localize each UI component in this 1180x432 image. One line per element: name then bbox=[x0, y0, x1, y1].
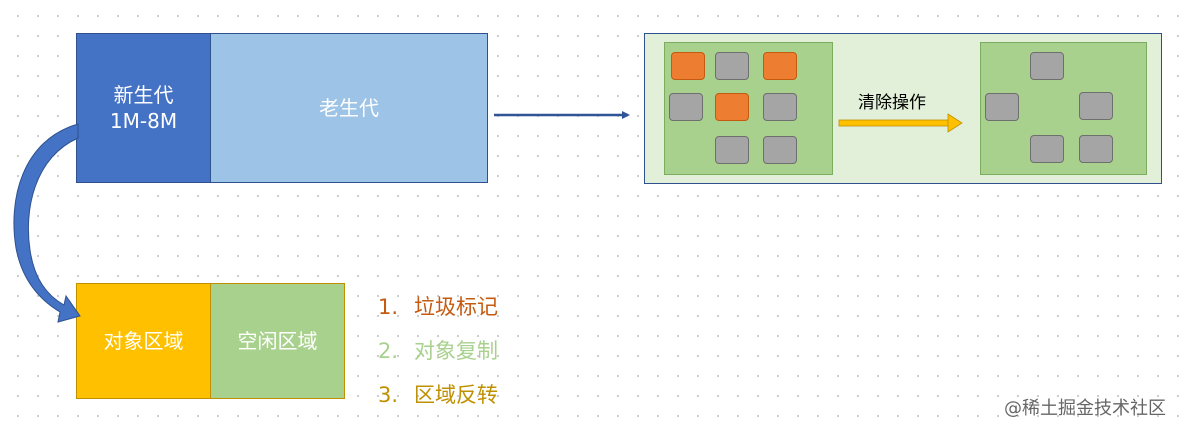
young-to-split-arrow bbox=[13, 123, 81, 323]
dead-object-cell bbox=[763, 52, 797, 80]
step-number: 2. bbox=[378, 339, 399, 363]
live-object-cell bbox=[1079, 92, 1113, 120]
live-object-cell bbox=[715, 136, 749, 164]
step-number: 3. bbox=[378, 383, 399, 407]
live-object-cell bbox=[715, 52, 749, 80]
step-text: 对象复制 bbox=[414, 339, 498, 363]
watermark-text: @稀土掘金技术社区 bbox=[1004, 398, 1166, 419]
object-area-box: 对象区域 bbox=[76, 283, 211, 399]
young-generation-label: 新生代 bbox=[113, 83, 174, 107]
gc-steps-list: 1. 垃圾标记 2. 对象复制 3. 区域反转 bbox=[378, 285, 498, 417]
step-item: 1. 垃圾标记 bbox=[378, 285, 498, 329]
free-area-box: 空闲区域 bbox=[210, 283, 345, 399]
live-object-cell bbox=[763, 136, 797, 164]
live-object-cell bbox=[1079, 135, 1113, 163]
dead-object-cell bbox=[671, 52, 705, 80]
step-number: 1. bbox=[378, 295, 399, 319]
old-generation-box: 老生代 bbox=[210, 33, 488, 183]
step-text: 区域反转 bbox=[414, 383, 498, 407]
free-area-label: 空闲区域 bbox=[237, 329, 318, 353]
step-text: 垃圾标记 bbox=[414, 295, 498, 319]
live-object-cell bbox=[1030, 52, 1064, 80]
young-generation-size: 1M-8M bbox=[109, 109, 178, 133]
young-generation-box: 新生代 1M-8M bbox=[76, 33, 211, 183]
step-item: 3. 区域反转 bbox=[378, 373, 498, 417]
old-generation-label: 老生代 bbox=[319, 96, 379, 120]
dead-object-cell bbox=[715, 93, 749, 121]
object-area-label: 对象区域 bbox=[103, 329, 184, 353]
clear-operation-label: 清除操作 bbox=[858, 93, 926, 113]
live-object-cell bbox=[763, 93, 797, 121]
clear-arrow-icon bbox=[838, 113, 963, 133]
live-object-cell bbox=[1030, 135, 1064, 163]
step-item: 2. 对象复制 bbox=[378, 329, 498, 373]
live-object-cell bbox=[985, 93, 1019, 121]
live-object-cell bbox=[669, 93, 703, 121]
